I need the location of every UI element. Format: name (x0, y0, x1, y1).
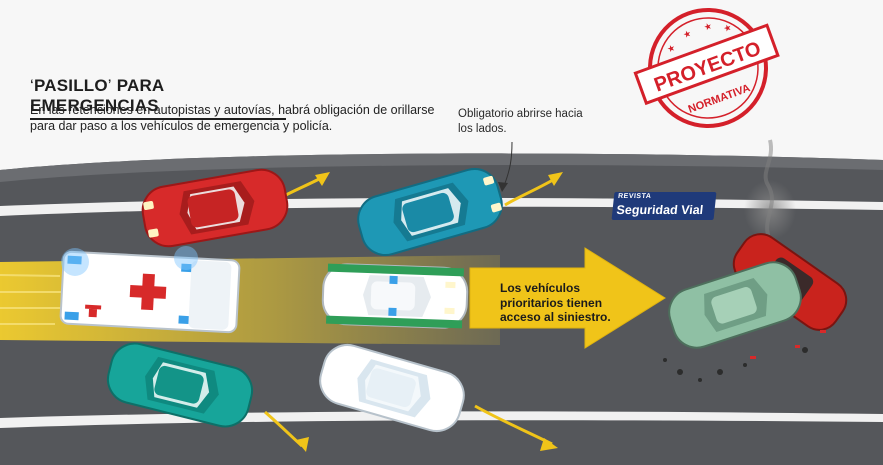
svg-text:★: ★ (722, 23, 733, 35)
title-rest: PARA EMERGENCIAS (30, 76, 164, 115)
siren-glow (61, 248, 89, 276)
police-car (321, 263, 469, 329)
page-title: ‘PASILLO’ PARA EMERGENCIAS (30, 76, 286, 120)
arrow-heads (296, 172, 563, 452)
white-car (319, 344, 465, 432)
stamp-sub-text: NORMATIVA (687, 82, 752, 116)
note-leader-line (503, 141, 513, 187)
ambulance (59, 250, 241, 334)
speed-lines (0, 274, 70, 325)
red-car (141, 168, 289, 248)
svg-text:★: ★ (682, 29, 693, 41)
highway-shoulder (0, 153, 883, 182)
seguridad-vial-badge: REVISTA Seguridad Vial (611, 192, 717, 220)
priority-note: Los vehículos prioritarios tienen acceso… (500, 281, 611, 324)
badge-main-text: Seguridad Vial (615, 203, 704, 217)
intro-text: En las retenciones en autopistas y autov… (30, 103, 435, 133)
svg-text:★: ★ (703, 21, 714, 33)
title-close-quote: ’ (107, 76, 112, 95)
title-open-quote: ‘ (30, 76, 34, 95)
blue-car (357, 168, 503, 256)
sides-note: Obligatorio abrirse hacia los lados. (458, 108, 583, 135)
debris (663, 347, 808, 382)
siren-glow-2 (174, 246, 198, 270)
teal-car (106, 342, 254, 428)
title-word: PASILLO (33, 76, 108, 95)
stamp-stars: ★ ★ ★ ★ (666, 21, 733, 55)
badge-top-text: REVISTA (617, 193, 652, 200)
crashed-green-car (668, 261, 802, 349)
proyecto-normativa-stamp: PROYECTO NORMATIVA ★ ★ ★ ★ (633, 8, 780, 128)
smoke-trail (763, 139, 774, 241)
debris-red (750, 330, 826, 359)
priority-arrow (469, 247, 666, 349)
svg-text:★: ★ (666, 43, 677, 55)
leader-arrowhead (498, 182, 508, 192)
